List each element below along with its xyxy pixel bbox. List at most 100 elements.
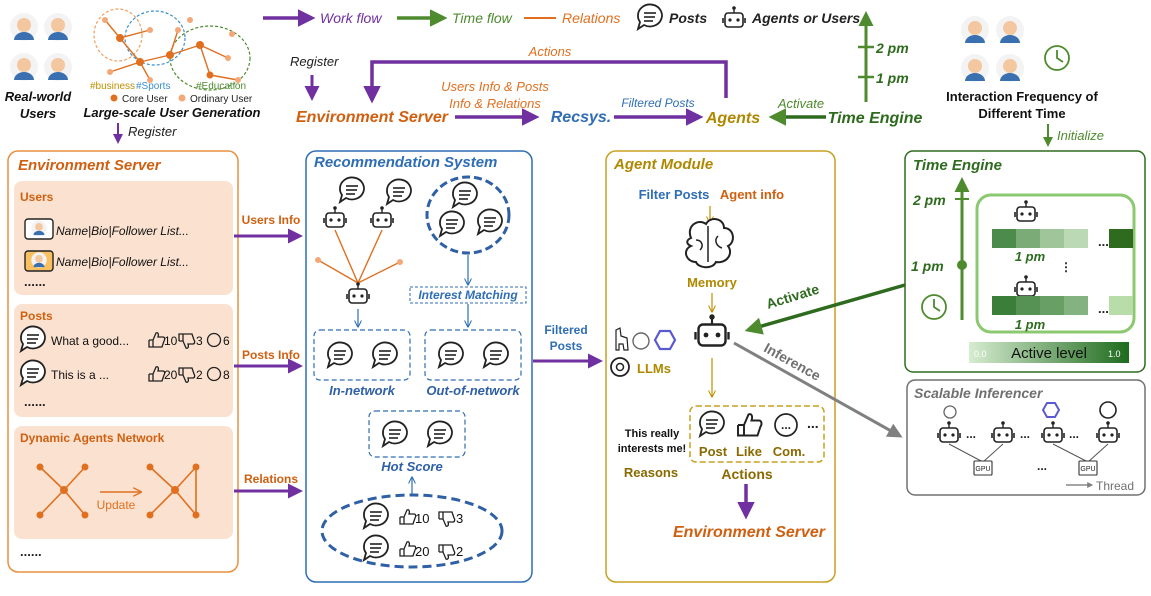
update-label: Update [97,498,136,512]
agent-module-panel: Agent Module Filter Posts Agent info Mem… [605,150,836,583]
user-avatar-icon [31,252,47,268]
posts-card [14,304,233,417]
like-label: Like [736,444,762,459]
filtered-posts-top-label: Filtered Posts [621,96,694,110]
user-avatar-icon [44,13,72,41]
post1-text: What a good... [51,334,129,348]
register-label-top: Register [290,54,339,69]
agents-top-label: Agents [705,110,760,127]
posts-info-label: Posts Info [242,348,300,362]
environment-server-panel: Environment Server Users Name|Bio|Follow… [7,150,239,573]
agent-info-label: Agent info [720,187,784,202]
user-avatar-icon [996,54,1024,82]
activity-cell [1040,296,1064,315]
activate-top-label: Activate [777,96,824,111]
slot-1pm-2: 1 pm [1015,317,1046,332]
active-level-bar [969,342,1129,363]
interaction-freq-1: Interaction Frequency of [946,89,1098,104]
env-server-top-label: Environment Server [296,109,449,126]
activate-arrow [744,283,906,335]
clock-icon [1044,45,1070,71]
inference-arrow [733,341,903,438]
thread-label: Thread [1096,479,1134,493]
model-icon [653,329,677,351]
user-row: Name|Bio|Follower List... [24,250,189,272]
initialize-label: Initialize [1057,128,1104,143]
time-2pm-top: 2 pm [875,40,909,56]
activity-row-2 [992,296,1088,315]
model-icon [632,332,650,350]
tag-business: #business [90,81,135,92]
inferencer-panel: Scalable Inferencer ... ... ... ... Thre… [906,379,1146,496]
svg-text:⋮: ⋮ [1060,260,1072,274]
users-card [14,181,233,295]
agent-icon [722,5,746,28]
post2-text: This is a ... [51,368,109,382]
svg-text:...: ... [1037,459,1047,473]
user-avatar-icon [31,220,47,236]
post-label: Post [699,444,728,459]
activity-cell [1064,296,1088,315]
hot1-dislike: 3 [456,511,463,526]
llms-label: LLMs [637,361,671,376]
comment-icon [206,332,222,348]
activity-cell [1064,229,1088,248]
hot2-like: 20 [415,544,429,559]
real-world-label-2: Users [20,106,56,121]
active-level-label: Active level [1011,345,1087,362]
tag-sports: #Sports [136,81,170,92]
user-row-text-2: Name|Bio|Follower List... [56,255,189,269]
svg-text:...: ... [966,427,976,441]
legend: Work flow Time flow Relations Posts Agen… [263,3,860,30]
actions-label: Actions [528,44,572,59]
core-user-label: Core User [122,94,168,105]
network-card [14,426,233,539]
activity-cell [992,296,1016,315]
activity-cell [992,229,1016,248]
activity-row-1 [992,229,1088,248]
users-info-label: Users Info [242,213,301,227]
post-row: This is a ... 20 2 8 [20,359,230,386]
clock-icon [921,294,947,320]
comment-icon [774,413,798,437]
users-ellipsis: ...... [24,274,46,289]
post2-comments: 8 [223,368,230,382]
in-network-label: In-network [329,383,395,398]
llm-logos [610,327,677,377]
generation-label: Large-scale User Generation [83,105,260,120]
openai-icon [1099,401,1117,419]
reasons-label: Reasons [624,465,678,480]
actions-dots: ... [807,415,819,431]
svg-text:...: ... [1020,427,1030,441]
activity-cell [1016,296,1040,315]
legend-relations: Relations [562,10,620,26]
rec-title: Recommendation System [314,154,497,171]
recommendation-panel: Recommendation System Interest Matching … [305,150,533,583]
user-row: Name|Bio|Follower List... [24,218,189,240]
legend-workflow: Work flow [320,10,382,26]
memory-label: Memory [687,275,738,290]
model-icon [1041,402,1061,418]
time-engine-title: Time Engine [913,157,1002,174]
interaction-users [961,16,1070,82]
llama-icon [615,327,629,351]
env-title: Environment Server [18,157,162,174]
legend-timeflow: Time flow [452,10,513,26]
actions-label: Actions [721,466,773,482]
time-1pm-top: 1 pm [876,70,909,86]
legend-agents: Agents or Users [751,10,860,26]
slot-1pm-1: 1 pm [1015,249,1046,264]
interest-matching-label: Interest Matching [418,288,518,302]
scale-max: 1.0 [1108,349,1121,359]
hot-ellipse [320,493,504,569]
posts-title: Posts [20,309,53,323]
out-network-label: Out-of-network [426,383,520,398]
filter-posts-label: Filter Posts [639,187,710,202]
post2-like: 20 [164,368,178,382]
user-avatar-icon [10,13,38,41]
user-avatar-icon [44,53,72,81]
post1-dislike: 3 [196,334,203,348]
com-label: Com. [773,444,806,459]
interest-text-1: This really [625,428,680,440]
post-row: What a good... 10 3 6 [20,325,230,352]
